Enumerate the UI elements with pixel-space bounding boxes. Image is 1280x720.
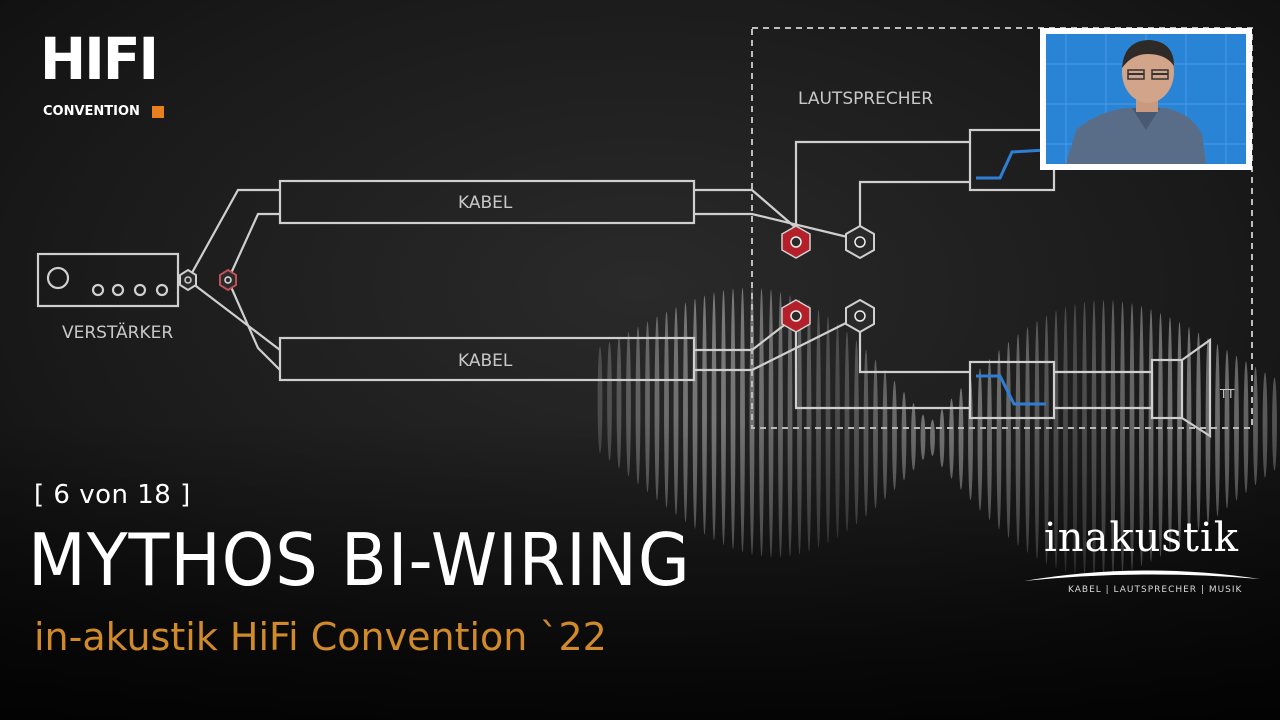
hifi-convention-logo: HIFI CONVENTION (40, 30, 166, 126)
speaker-label: LAUTSPRECHER (798, 89, 933, 109)
cable-top-box (278, 179, 696, 225)
video-subtitle: in-akustik HiFi Convention `22 (34, 615, 607, 659)
brand-tagline: KABEL | LAUTSPRECHER | MUSIK (1068, 585, 1243, 595)
speaker-terminal-red-top (781, 225, 811, 259)
logo-orange-square (152, 106, 164, 118)
cable-bottom-box (278, 336, 696, 382)
amplifier-label: VERSTÄRKER (62, 322, 173, 343)
cable-top-label: KABEL (458, 193, 513, 213)
logo-convention-text: CONVENTION (43, 104, 140, 119)
bottom-shade (0, 420, 1280, 720)
webcam-video (1046, 34, 1246, 164)
presenter-figure (1046, 34, 1246, 164)
inakustik-logo: inakustik KABEL | LAUTSPRECHER | MUSIK (1022, 515, 1262, 605)
speaker-webcam-inset (1040, 28, 1252, 170)
speaker-sound-marks: TT (1219, 387, 1235, 401)
brand-name: inakustik (1044, 515, 1240, 561)
wiring-lines (36, 128, 1212, 439)
amp-terminal-white (179, 268, 197, 292)
episode-counter: [ 6 von 18 ] (34, 480, 191, 510)
speaker-terminal-red-bottom (781, 299, 811, 333)
video-title: MYTHOS BI-WIRING (28, 518, 691, 602)
speaker-terminal-white-top (845, 224, 875, 260)
brand-swoosh (1024, 570, 1260, 581)
logo-hifi-text: HIFI (40, 25, 159, 93)
cable-bottom-label: KABEL (458, 351, 513, 371)
amplifier-box (36, 252, 180, 308)
speaker-terminal-white-bottom (845, 298, 875, 334)
amp-terminal-red (219, 268, 237, 292)
